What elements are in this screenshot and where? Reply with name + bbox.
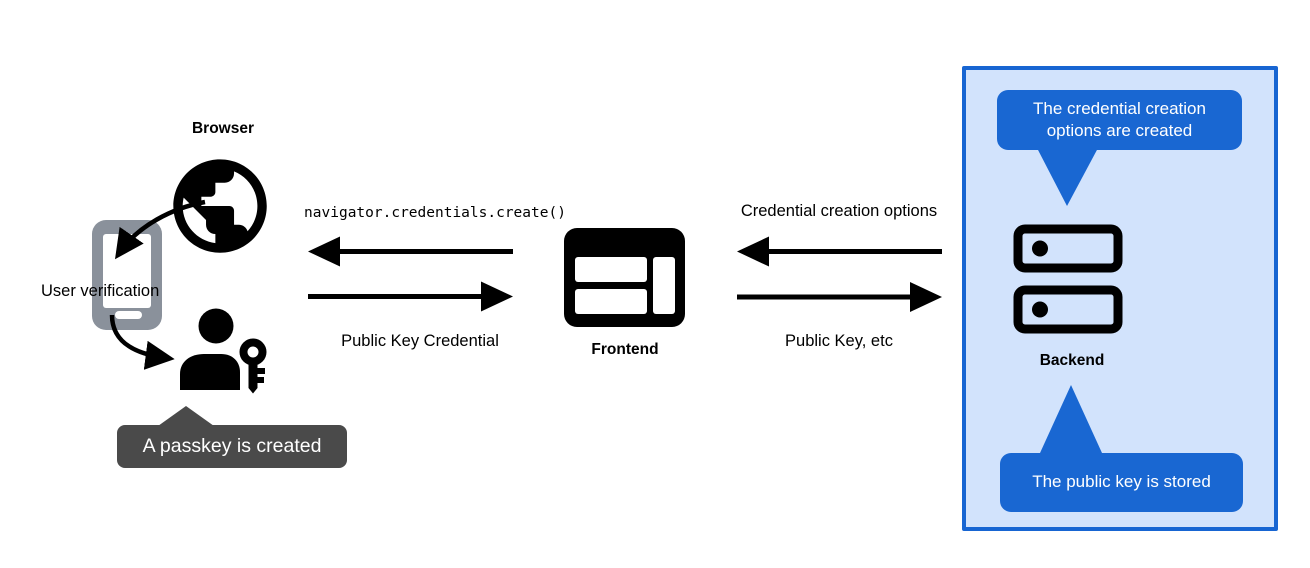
frontend-window-icon — [564, 228, 685, 327]
smartphone-icon — [92, 220, 162, 330]
public-key-credential-label: Public Key Credential — [341, 332, 499, 350]
backend-panel: The credential creation options are crea… — [962, 66, 1278, 531]
credential-creation-options-label: Credential creation options — [740, 202, 938, 220]
browser-label: Browser — [191, 120, 255, 137]
frontend-label: Frontend — [591, 341, 659, 358]
backend-label: Backend — [1039, 352, 1105, 369]
globe-icon — [173, 159, 267, 253]
arrow-browser-to-phone — [115, 199, 206, 260]
arrow-credential-creation-options — [737, 236, 942, 267]
tooltip-top-text: The credential creation options are crea… — [1033, 98, 1206, 140]
user-verification-label: User verification — [41, 282, 160, 300]
tooltip-top-pointer — [1037, 148, 1098, 206]
navigator-credentials-create-label: navigator.credentials.create() — [304, 205, 566, 221]
arrow-public-key-etc — [737, 282, 942, 312]
passkey-tooltip-pointer — [158, 406, 214, 426]
public-key-etc-label: Public Key, etc — [785, 332, 893, 350]
tooltip-bottom-pointer — [1040, 385, 1102, 453]
passkey-tooltip-text: A passkey is created — [142, 435, 322, 457]
tooltip-credential-options-created: The credential creation options are crea… — [997, 90, 1242, 150]
arrow-create-call — [308, 236, 513, 267]
tooltip-public-key-stored: The public key is stored — [1000, 453, 1243, 512]
tooltip-bottom-text: The public key is stored — [1032, 472, 1211, 492]
person-key-icon — [180, 308, 267, 394]
arrow-phone-to-person — [109, 314, 175, 370]
arrow-public-key-credential — [308, 281, 513, 312]
passkey-tooltip: A passkey is created — [117, 425, 347, 468]
